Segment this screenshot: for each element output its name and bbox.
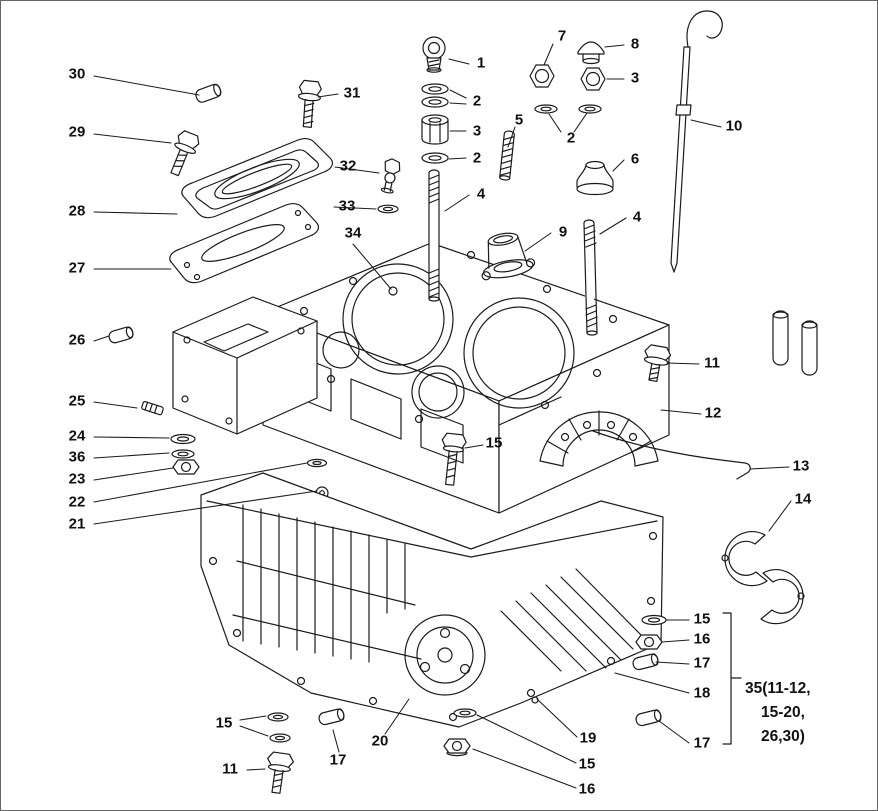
callout-4-b: 4 [632,208,642,226]
callout-21: 21 [68,515,86,533]
callout-20: 20 [371,732,389,750]
callout-13: 13 [792,457,810,475]
callout-11-a: 11 [704,354,720,372]
callout-7: 7 [557,27,567,45]
part-23-nut [172,459,200,475]
part-15-washer-bottom [453,708,477,718]
part-25-stud [141,401,164,416]
callout-30: 30 [68,65,86,83]
reference-bushings [772,310,818,376]
callout-27: 27 [68,259,86,277]
callout-28: 28 [68,202,86,220]
leader-lines [93,43,792,789]
callout-23: 23 [68,470,86,488]
callout-15-c: 15 [578,755,596,773]
part-4-stud-right [583,219,598,336]
part-4-stud-left [428,169,440,302]
part-26-dowel-pin [108,326,134,344]
part-11-flange-bolt-right [643,344,672,383]
part-31-flange-bolt [297,79,322,128]
callout-17-c: 17 [329,751,347,769]
part-17-pin-right-lower [635,709,662,727]
part-10-dipstick [670,10,723,273]
callout-3-b: 3 [630,69,640,87]
group-note-35: 35(11-12, 15-20, 26,30) [745,677,811,749]
group-bracket-35 [722,612,742,745]
part-2-washers-left [421,83,449,108]
callout-12: 12 [704,404,722,422]
part-3-nut-right [580,67,606,91]
part-24-washer [170,433,196,445]
callout-18: 18 [693,684,711,702]
callout-36: 36 [68,448,86,466]
callout-16-a: 16 [693,630,711,648]
callout-26: 26 [68,331,86,349]
part-mount-pad [172,296,318,435]
part-14-bearing-shells [721,531,805,625]
callout-32: 32 [339,157,357,175]
callout-33: 33 [338,197,356,215]
part-9-oil-filler [481,232,536,281]
callout-3-a: 3 [472,122,482,140]
callout-17-b: 17 [693,734,711,752]
callout-10: 10 [725,117,743,135]
callout-14: 14 [794,490,812,508]
callout-24: 24 [68,427,86,445]
callout-4-a: 4 [476,185,486,203]
callout-31: 31 [343,84,361,102]
part-27-gasket [169,203,320,284]
callout-8: 8 [630,35,640,53]
part-3-nut-left [421,114,449,145]
group-note-line-3: 26,30) [761,728,805,745]
part-33-washer [377,204,399,214]
part-11-flange-bolt-bottom [267,751,295,794]
part-6-rubber-mount [576,160,614,196]
part-15-washers-left-bottom [267,712,291,743]
part-15-bolt-center [441,432,467,486]
callout-16-b: 16 [578,780,596,798]
part-13-wire-clip [592,430,751,480]
part-1-eye-plug [422,36,446,73]
part-28-cover-plate [181,138,334,219]
callout-15-a: 15 [485,434,503,452]
callout-29: 29 [68,123,86,141]
callout-34: 34 [344,224,362,242]
callout-5: 5 [514,111,524,129]
part-30-dowel-pin [195,83,222,103]
part-17-pin-right-upper [632,653,659,671]
callout-11-b: 11 [222,760,238,778]
part-32-breather-valve [380,158,401,194]
part-36-washer [171,449,195,459]
part-8-cap [577,41,605,65]
part-29-flange-bolt [170,130,200,177]
part-22-washer [306,458,328,468]
part-2-washer-left-lower [421,152,449,164]
group-note-line-1: 35(11-12, [745,680,811,697]
callout-6: 6 [630,150,640,168]
callout-1: 1 [476,54,486,72]
part-16-nut-right [635,634,663,650]
part-15-washer-right [641,614,667,626]
callout-2-b: 2 [472,149,482,167]
callout-9: 9 [558,223,568,241]
group-note-line-2: 15-20, [761,704,805,721]
part-7-nut [529,64,555,88]
part-17-pin-bottom-left [318,708,345,726]
callout-15-d: 15 [215,714,233,732]
callout-2-a: 2 [472,92,482,110]
part-upper-crankcase [262,242,670,514]
part-5-stud [499,130,515,181]
callout-25: 25 [68,392,86,410]
part-2-washers-right [534,104,602,114]
callout-22: 22 [68,493,86,511]
callout-17-a: 17 [693,654,711,672]
callout-15-b: 15 [693,610,711,628]
part-lower-crankcase [200,472,664,728]
part-16-nut-bottom [443,738,471,757]
callout-2-c: 2 [566,129,576,147]
callout-19: 19 [579,729,597,747]
